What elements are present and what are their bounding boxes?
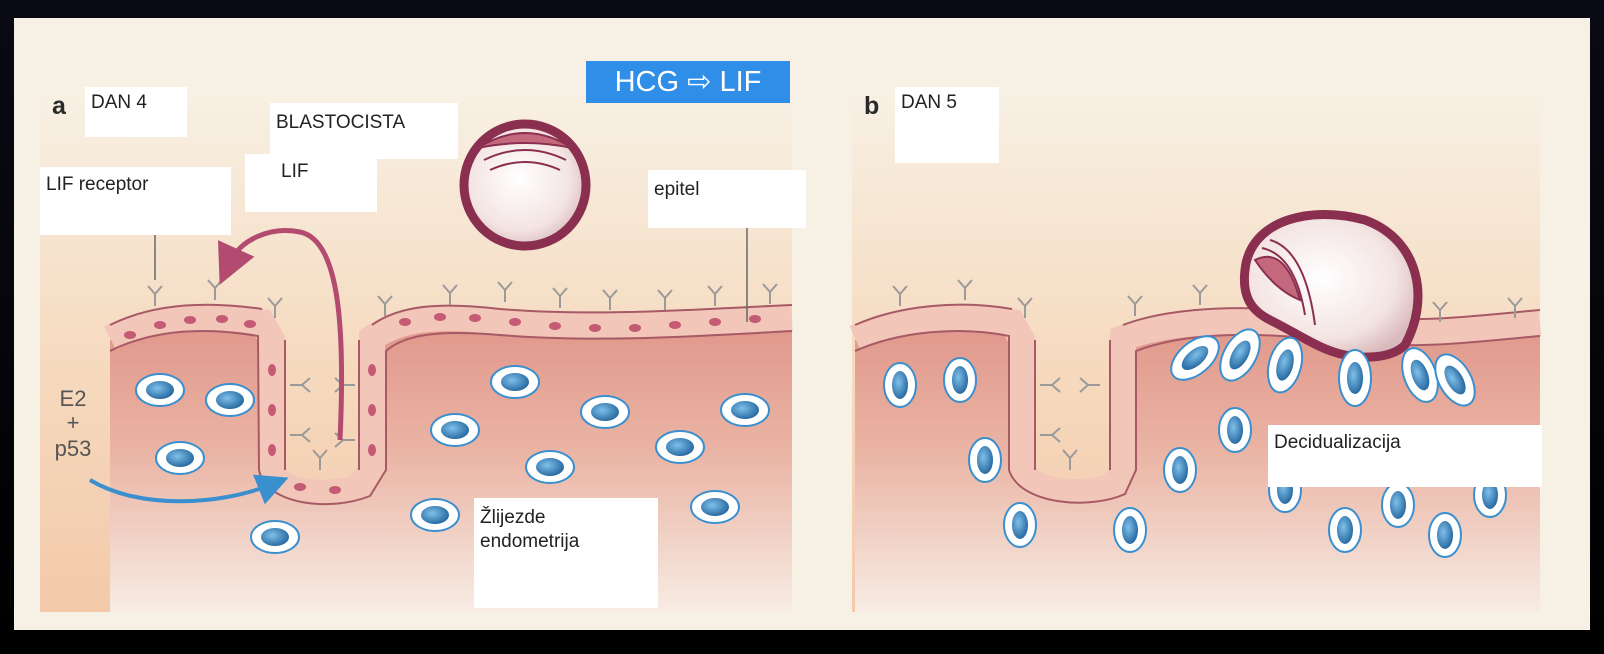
e2-label: E2 (48, 386, 98, 412)
epithelium-label: epitel (648, 170, 806, 228)
day-4-label: DAN 4 (85, 87, 187, 137)
hcg-lif-banner: HCG ⇨ LIF (586, 61, 790, 103)
panel-a-endometrium (110, 320, 792, 612)
lif-receptor-label: LIF receptor (40, 167, 231, 235)
decidualization-label: Decidualizacija (1268, 425, 1542, 487)
p53-label: p53 (48, 436, 98, 462)
panel-a-blastocyst (464, 124, 586, 246)
panel-a-letter: a (52, 92, 66, 121)
blastocyst-label: BLASTOCISTA (270, 103, 458, 159)
glands-label: Žlijezde endometrija (474, 498, 658, 608)
panel-a (40, 85, 792, 612)
panel-b-letter: b (864, 92, 879, 121)
panel-b (852, 85, 1540, 612)
day-5-label: DAN 5 (895, 87, 999, 163)
plus-label: + (48, 410, 98, 436)
lif-label: LIF (245, 154, 377, 212)
